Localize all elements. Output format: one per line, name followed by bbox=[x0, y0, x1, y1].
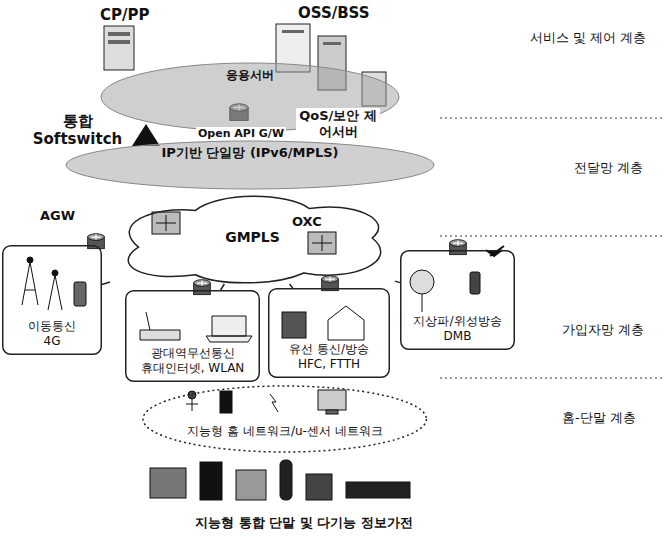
part-label: 지능형 통합 단말 및 다기능 정보가전 bbox=[195, 515, 413, 531]
node-title: GMPLS bbox=[225, 229, 280, 247]
terminal-devices bbox=[150, 460, 410, 500]
mobile-tower bbox=[22, 257, 86, 310]
mobile-tower bbox=[74, 282, 86, 306]
oxc-switch bbox=[152, 212, 336, 254]
part-label: AGW bbox=[40, 208, 75, 224]
router-icon bbox=[194, 280, 211, 295]
server-icon bbox=[108, 40, 130, 44]
node-title: 유선 통신/방송 bbox=[289, 342, 369, 357]
home-network-ellipse: 지능형 홈 네트워크/u-센서 네트워크 bbox=[142, 385, 427, 453]
part-label: CP/PP bbox=[100, 6, 149, 24]
part-label: 통합 Softswitch bbox=[30, 112, 125, 148]
node-title: 응용서버 bbox=[226, 68, 274, 83]
connector bbox=[221, 284, 225, 290]
part-label: OXC bbox=[292, 214, 322, 230]
layer-divider bbox=[440, 236, 662, 237]
mobile-tower bbox=[52, 270, 58, 276]
oxc-switch bbox=[156, 215, 176, 231]
oxc-switch bbox=[152, 212, 180, 234]
mobile-tower bbox=[22, 262, 38, 305]
part-label: OSS/BSS bbox=[298, 4, 370, 22]
access-box: 지상파/위성방송DMB bbox=[400, 250, 515, 350]
gmpls-cloud: GMPLS bbox=[110, 192, 395, 284]
mobile-tower bbox=[27, 257, 33, 263]
home-network-devices bbox=[318, 390, 346, 410]
node-subtitle: 휴대인터넷, WLAN bbox=[141, 361, 245, 376]
ellipse-outline bbox=[143, 386, 426, 452]
box-outline bbox=[401, 251, 515, 350]
wired-devices bbox=[282, 306, 364, 340]
layer-label: 가입자망 계층 bbox=[562, 322, 644, 338]
terminal-devices bbox=[236, 470, 266, 500]
node-title: IP기반 단일망 (IPv6/MPLS) bbox=[161, 145, 338, 161]
terminal-devices bbox=[280, 460, 292, 500]
broadcast-devices bbox=[410, 246, 504, 312]
layer-divider bbox=[440, 118, 662, 378]
cloud-outline bbox=[128, 196, 381, 283]
wired-devices bbox=[282, 312, 306, 338]
access-box: 유선 통신/방송HFC, FTTH bbox=[268, 288, 390, 378]
access-box: 이동통신4G bbox=[2, 245, 102, 355]
node-title: 지능형 홈 네트워크/u-센서 네트워크 bbox=[187, 424, 382, 439]
layer-label: 서비스 및 제어 계층 bbox=[530, 30, 646, 46]
softswitch-icon bbox=[132, 124, 160, 146]
layer-label: 홈-단말 계층 bbox=[562, 410, 636, 426]
router-icon bbox=[450, 240, 467, 255]
node-subtitle: HFC, FTTH bbox=[298, 357, 360, 372]
terminal-devices bbox=[306, 474, 332, 500]
mobile-tower bbox=[48, 275, 62, 310]
server-icon bbox=[323, 42, 341, 45]
terminal-devices bbox=[200, 462, 222, 500]
box-outline bbox=[3, 246, 102, 355]
server-icon bbox=[104, 26, 134, 70]
node-outline bbox=[142, 385, 427, 453]
home-network-devices bbox=[186, 399, 198, 411]
ellipse-outline bbox=[66, 141, 434, 189]
wired-devices bbox=[328, 306, 364, 340]
terminal-devices bbox=[150, 468, 186, 498]
box-outline bbox=[269, 289, 390, 378]
part-label: QoS/보안 제어서버 bbox=[296, 108, 380, 139]
wlan-devices bbox=[140, 312, 252, 342]
node-title: 지상파/위성방송 bbox=[413, 314, 501, 329]
home-network-devices bbox=[326, 410, 338, 414]
home-network-devices bbox=[270, 394, 278, 412]
access-box: 광대역무선통신휴대인터넷, WLAN bbox=[125, 290, 260, 382]
home-network-devices bbox=[220, 391, 232, 413]
home-network-devices bbox=[186, 390, 346, 414]
part-label: Open API G/W bbox=[196, 127, 286, 140]
broadcast-devices bbox=[470, 272, 480, 294]
wlan-devices bbox=[146, 312, 150, 330]
layer-label: 전달망 계층 bbox=[574, 160, 643, 176]
server-icon bbox=[108, 32, 130, 36]
layer-divider bbox=[440, 118, 662, 119]
layer-divider bbox=[440, 378, 662, 379]
node-subtitle: 4G bbox=[44, 334, 61, 349]
server-icon bbox=[282, 30, 304, 33]
broadcast-devices bbox=[410, 270, 434, 294]
connector bbox=[102, 282, 110, 284]
oxc-switch bbox=[312, 235, 332, 251]
node-title: 이동통신 bbox=[28, 319, 76, 334]
node-subtitle: DMB bbox=[444, 329, 472, 344]
wlan-devices bbox=[140, 330, 180, 340]
softswitch-icon bbox=[132, 124, 160, 146]
router-icon bbox=[88, 104, 467, 295]
terminal-devices bbox=[346, 482, 410, 498]
connector bbox=[395, 281, 400, 283]
node-title: 광대역무선통신 bbox=[151, 346, 235, 361]
broadcast-devices bbox=[422, 294, 423, 312]
box-outline bbox=[126, 291, 260, 382]
connector bbox=[290, 284, 293, 288]
wlan-devices bbox=[206, 316, 252, 342]
oxc-switch bbox=[308, 232, 336, 254]
